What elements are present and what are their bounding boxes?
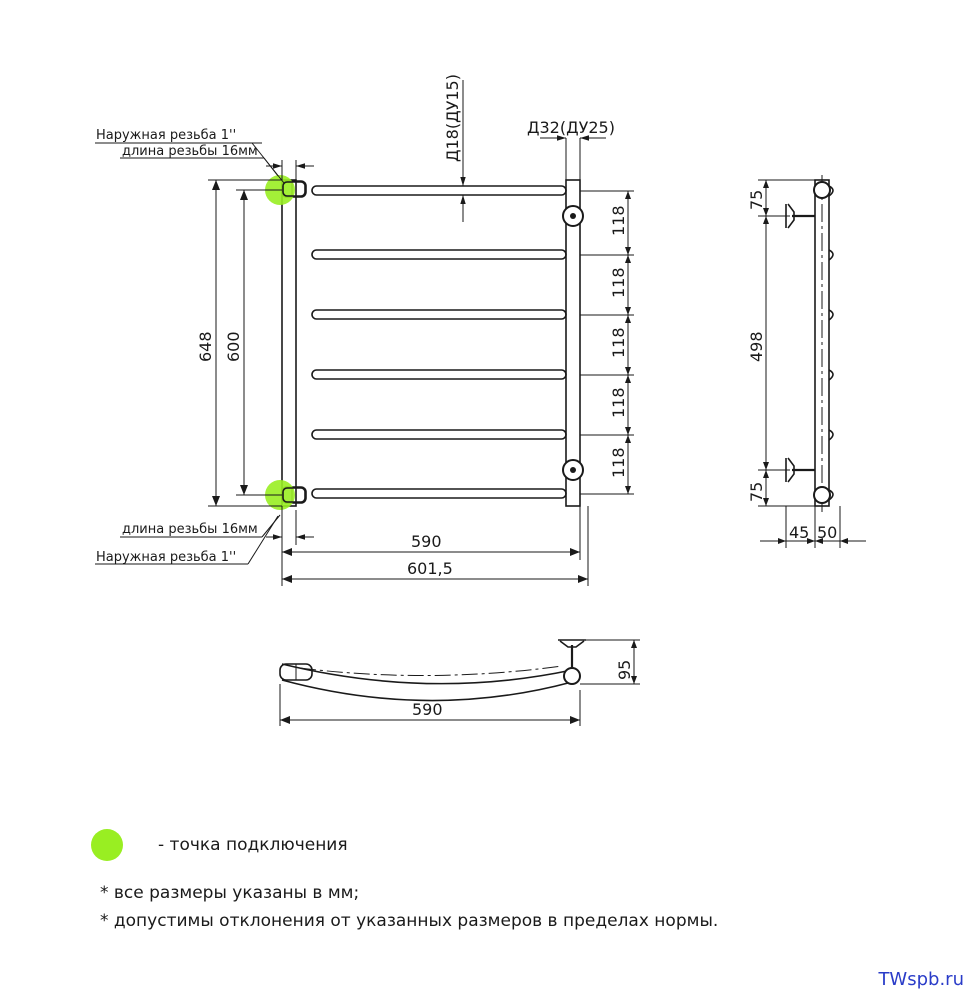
wall-bracket-bottom (562, 459, 584, 481)
site-watermark: TWspb.ru (878, 969, 964, 990)
dim-height-total: 648 (196, 331, 215, 362)
legend: - точка подключения * все размеры указан… (91, 829, 718, 931)
dim-step-3: 118 (609, 327, 628, 358)
crossbar-4 (311, 369, 567, 380)
callout-bottom-thread: Наружная резьба 1'' (96, 550, 236, 565)
dim-step-2: 118 (609, 267, 628, 298)
side-bracket-top (785, 203, 815, 229)
step-dimensions: 118 118 118 118 118 (580, 190, 634, 495)
left-collector (281, 179, 297, 507)
legend-connection-point: - точка подключения (158, 835, 348, 855)
dim-width-total: 601,5 (407, 559, 453, 578)
front-view: Наружная резьба 1'' длина резьбы 16мм дл… (95, 74, 634, 586)
callout-bottom-length: длина резьбы 16мм (122, 522, 258, 537)
right-collector (565, 179, 581, 507)
dim-height-axis: 600 (224, 331, 243, 362)
dim-top-depth: 95 (615, 660, 634, 680)
side-bracket-bottom (785, 457, 815, 483)
note-units: * все размеры указаны в мм; (100, 883, 359, 903)
note-tolerance: * допустимы отклонения от указанных разм… (100, 911, 718, 931)
side-view: 75 498 75 45 50 (747, 175, 866, 548)
callout-top-length: длина резьбы 16мм (122, 144, 258, 159)
crossbar-5 (311, 429, 567, 440)
top-view: 95 590 (279, 639, 640, 726)
crossbars (311, 185, 567, 499)
dim-pipe-small: Д18(ДУ15) (443, 74, 462, 162)
wall-bracket-top (562, 205, 584, 227)
top-view-collector (563, 667, 581, 685)
dim-width-axis: 590 (411, 532, 442, 551)
legend-connection-marker (91, 829, 123, 861)
callout-top-thread: Наружная резьба 1'' (96, 128, 236, 143)
dim-step-1: 118 (609, 205, 628, 236)
crossbar-6 (311, 488, 567, 499)
crossbar-3 (311, 309, 567, 320)
dim-side-bottom: 75 (747, 482, 766, 502)
crossbar-2 (311, 249, 567, 260)
dim-top-width: 590 (412, 700, 443, 719)
crossbar-1 (311, 185, 567, 196)
dim-side-middle: 498 (747, 331, 766, 362)
dim-pipe-large: Д32(ДУ25) (527, 118, 615, 137)
dim-step-4: 118 (609, 387, 628, 418)
dim-side-top: 75 (747, 190, 766, 210)
dim-side-depth-b: 50 (817, 523, 837, 542)
dim-side-depth-a: 45 (789, 523, 809, 542)
dim-step-5: 118 (609, 447, 628, 478)
